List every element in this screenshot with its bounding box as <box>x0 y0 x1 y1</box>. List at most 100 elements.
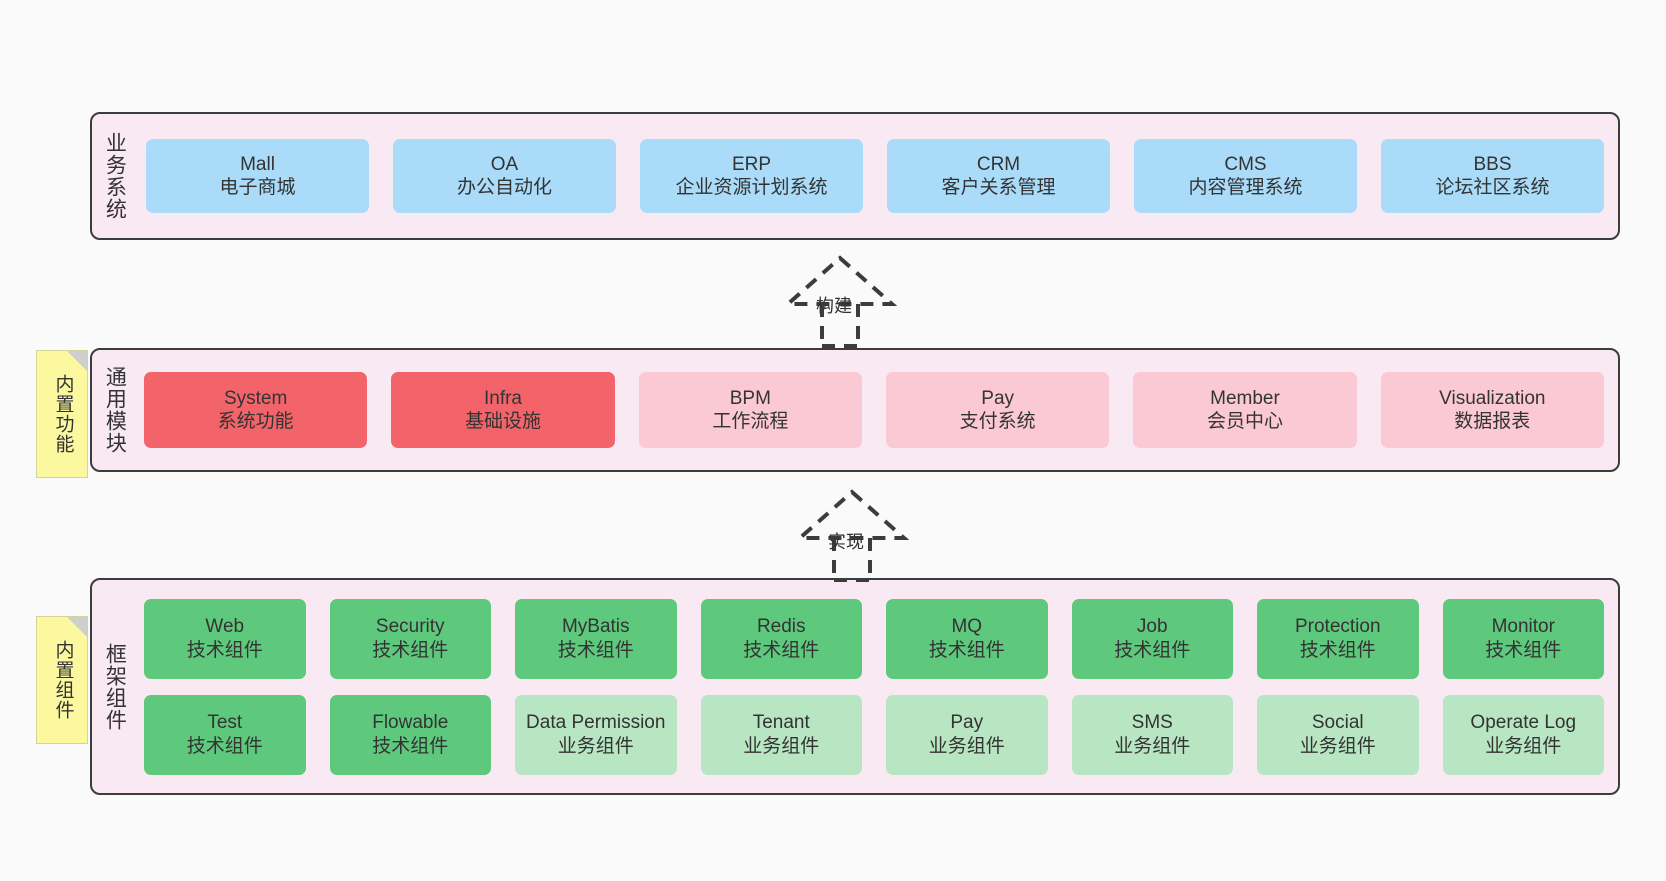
box-bpm[interactable]: BPM 工作流程 <box>638 372 862 448</box>
box-data-permission[interactable]: Data Permission 业务组件 <box>515 694 677 775</box>
box-test[interactable]: Test 技术组件 <box>144 694 306 775</box>
box-desc: 技术组件 <box>743 639 820 661</box>
box-security[interactable]: Security 技术组件 <box>329 598 491 679</box>
box-desc: 支付系统 <box>959 411 1036 432</box>
box-name: OA <box>490 153 519 175</box>
connector-build-label: 构建 <box>816 296 852 316</box>
box-erp[interactable]: ERP 企业资源计划系统 <box>640 139 863 213</box>
box-name: Visualization <box>1439 387 1546 409</box>
layer-body-common: System 系统功能 Infra 基础设施 BPM 工作流程 Pay 支付系统… <box>136 350 1618 470</box>
layer-row: Web 技术组件 Security 技术组件 MyBatis 技术组件 Redi… <box>144 598 1604 679</box>
box-web[interactable]: Web 技术组件 <box>144 598 306 679</box>
box-name: Mall <box>240 153 275 175</box>
note-builtin-features: 内置功能 <box>36 350 88 478</box>
box-tenant[interactable]: Tenant 业务组件 <box>700 694 862 775</box>
box-desc: 技术组件 <box>372 735 449 757</box>
box-desc: 技术组件 <box>1299 639 1376 661</box>
box-desc: 基础设施 <box>464 411 541 432</box>
box-desc: 电子商城 <box>219 177 296 198</box>
box-desc: 办公自动化 <box>456 177 552 198</box>
layer-title-common: 通用模块 <box>103 366 127 454</box>
box-name: Job <box>1136 616 1168 638</box>
box-desc: 技术组件 <box>186 639 263 661</box>
note-label: 内置组件 <box>52 640 74 720</box>
box-desc: 业务组件 <box>743 735 820 757</box>
box-redis[interactable]: Redis 技术组件 <box>700 598 862 679</box>
generalization-arrow-icon <box>782 255 898 348</box>
box-name: BPM <box>729 387 771 409</box>
box-mq[interactable]: MQ 技术组件 <box>886 598 1048 679</box>
box-system[interactable]: System 系统功能 <box>144 372 368 448</box>
box-name: Monitor <box>1491 616 1555 638</box>
box-desc: 技术组件 <box>928 639 1005 661</box>
box-crm[interactable]: CRM 客户关系管理 <box>887 139 1110 213</box>
box-mall[interactable]: Mall 电子商城 <box>146 139 369 213</box>
box-operate-log[interactable]: Operate Log 业务组件 <box>1442 694 1604 775</box>
box-name: Flowable <box>372 712 449 734</box>
box-name: Redis <box>756 616 806 638</box>
box-desc: 数据报表 <box>1454 411 1531 432</box>
box-desc: 系统功能 <box>217 411 294 432</box>
box-visualization[interactable]: Visualization 数据报表 <box>1380 372 1604 448</box>
note-builtin-components: 内置组件 <box>36 616 88 744</box>
box-job[interactable]: Job 技术组件 <box>1071 598 1233 679</box>
layer-row: System 系统功能 Infra 基础设施 BPM 工作流程 Pay 支付系统… <box>144 372 1604 448</box>
box-name: CMS <box>1224 153 1267 175</box>
box-name: Pay <box>950 712 984 734</box>
box-pay-business[interactable]: Pay 业务组件 <box>886 694 1048 775</box>
generalization-arrow-icon <box>794 489 910 582</box>
box-desc: 技术组件 <box>186 735 263 757</box>
box-name: System <box>223 387 288 409</box>
box-pay[interactable]: Pay 支付系统 <box>885 372 1110 448</box>
layer-body-business: Mall 电子商城 OA 办公自动化 ERP 企业资源计划系统 CRM 客户关系… <box>136 114 1618 238</box>
box-name: BBS <box>1473 153 1512 175</box>
box-desc: 技术组件 <box>557 639 634 661</box>
box-oa[interactable]: OA 办公自动化 <box>393 139 616 213</box>
box-desc: 业务组件 <box>1299 735 1376 757</box>
layer-body-framework: Web 技术组件 Security 技术组件 MyBatis 技术组件 Redi… <box>136 580 1618 793</box>
note-fold-corner-icon <box>67 617 87 637</box>
box-desc: 会员中心 <box>1206 411 1283 432</box>
box-name: Operate Log <box>1470 712 1577 734</box>
box-desc: 技术组件 <box>372 639 449 661</box>
layer-title-business: 业务系统 <box>103 132 127 220</box>
box-name: ERP <box>731 153 772 175</box>
box-monitor[interactable]: Monitor 技术组件 <box>1442 598 1604 679</box>
box-desc: 业务组件 <box>928 735 1005 757</box>
note-fold-corner-icon <box>67 351 87 371</box>
box-name: MQ <box>951 616 983 638</box>
box-infra[interactable]: Infra 基础设施 <box>391 372 615 448</box>
connector-implement-label: 实现 <box>828 532 864 552</box>
box-name: Pay <box>981 387 1015 409</box>
box-desc: 论坛社区系统 <box>1435 177 1550 198</box>
box-mybatis[interactable]: MyBatis 技术组件 <box>515 598 677 679</box>
box-member[interactable]: Member 会员中心 <box>1133 372 1357 448</box>
box-name: Test <box>207 712 243 734</box>
box-name: MyBatis <box>561 616 630 638</box>
box-desc: 技术组件 <box>1485 639 1562 661</box>
layer-title-framework: 框架组件 <box>103 642 127 731</box>
box-protection[interactable]: Protection 技术组件 <box>1257 598 1419 679</box>
box-desc: 业务组件 <box>1485 735 1562 757</box>
box-flowable[interactable]: Flowable 技术组件 <box>329 694 491 775</box>
box-name: Security <box>375 616 445 638</box>
layer-row: Mall 电子商城 OA 办公自动化 ERP 企业资源计划系统 CRM 客户关系… <box>146 139 1604 213</box>
box-desc: 业务组件 <box>557 735 634 757</box>
box-name: Infra <box>483 387 522 409</box>
note-label: 内置功能 <box>52 374 74 454</box>
connector-build: 构建 <box>750 252 930 348</box>
box-desc: 企业资源计划系统 <box>675 177 828 198</box>
box-name: Data Permission <box>526 712 666 734</box>
box-desc: 技术组件 <box>1114 639 1191 661</box>
box-sms[interactable]: SMS 业务组件 <box>1071 694 1233 775</box>
box-name: SMS <box>1131 712 1173 734</box>
layer-row: Test 技术组件 Flowable 技术组件 Data Permission … <box>144 694 1604 775</box>
box-name: CRM <box>976 153 1021 175</box>
layer-common-module: 通用模块 System 系统功能 Infra 基础设施 BPM 工作流程 Pay… <box>90 348 1620 472</box>
box-name: Member <box>1210 387 1280 409</box>
box-social[interactable]: Social 业务组件 <box>1257 694 1419 775</box>
box-desc: 客户关系管理 <box>941 177 1056 198</box>
box-bbs[interactable]: BBS 论坛社区系统 <box>1381 139 1604 213</box>
box-name: Social <box>1311 712 1364 734</box>
box-cms[interactable]: CMS 内容管理系统 <box>1134 139 1357 213</box>
